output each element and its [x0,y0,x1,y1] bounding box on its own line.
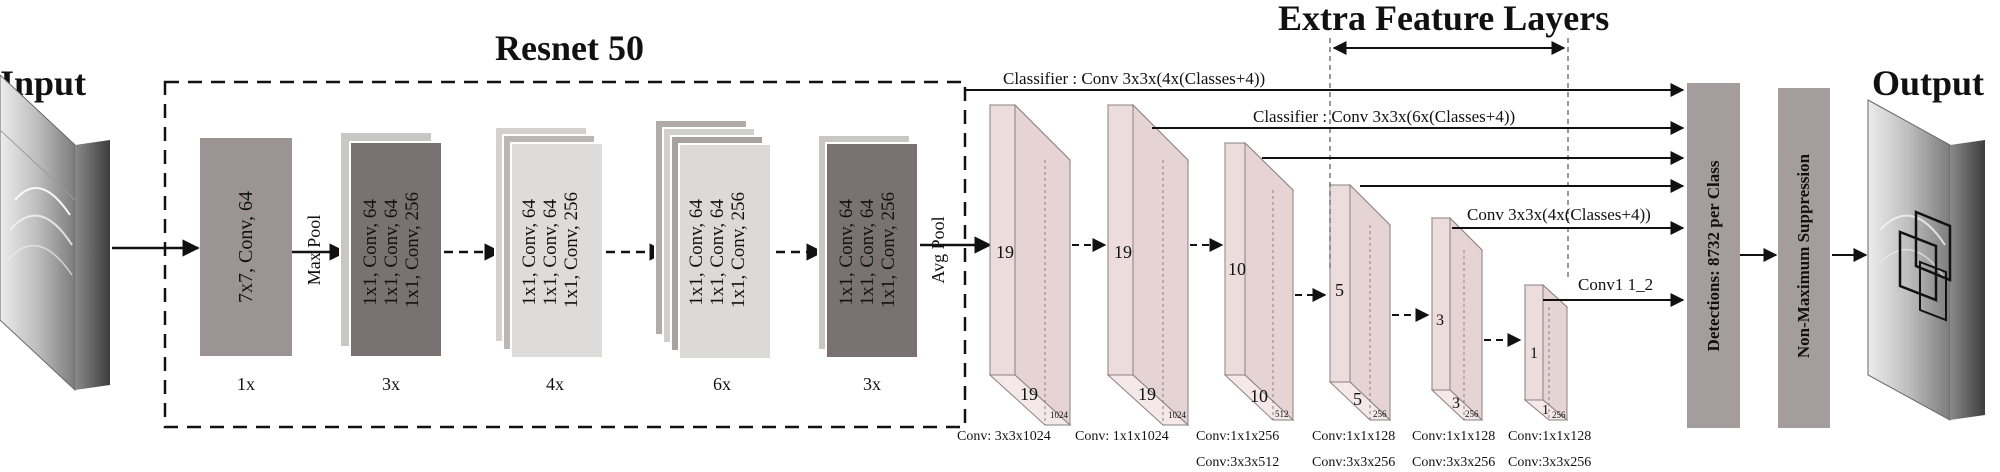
fm6-size-bottom: 1 [1542,403,1549,418]
feature-map-3x3x256: 3 3 256 Conv:1x1x128 Conv:3x3x256 [1412,216,1495,470]
fm6-depth: 256 [1552,410,1566,420]
svg-text:1x1, Conv, 64 1x1, Conv,: 1x1, Conv, 64 1x1, Conv, 64 1x1, Conv, 2… [836,192,899,308]
fm1-depth: 1024 [1050,410,1069,420]
stage-4-line-1: 1x1, Conv, 64 [836,199,857,306]
feature-map-10x10x512: 10 10 512 Conv:1x1x256 Conv:3x3x512 [1196,141,1295,470]
fm5-size-left: 3 [1436,312,1444,329]
feature-map-19x19x1024-a: 19 19 1024 Conv: 3x3x1024 [957,103,1072,444]
nms-block: Non-Maximum Suppression [1778,88,1830,428]
detection-box-1-icon [1898,230,1938,302]
classifier-4-label: Conv1 1_2 [1578,275,1653,294]
resnet-stage-1: 1x1, Conv, 64 1x1, Conv, 64 1x1, Conv, 2… [339,131,443,394]
feature-map-19x19x1024-b: 19 19 1024 Conv: 1x1x1024 [1075,103,1190,444]
conv-block-7x7: 7x7, Conv, 64 1x [200,138,292,394]
feature-map-5x5x256: 5 5 256 Conv:1x1x128 Conv:3x3x256 [1312,183,1395,470]
fm2-conv: Conv: 1x1x1024 [1075,429,1169,444]
stage-2-count: 4x [546,374,564,394]
fm3-conv2: Conv:3x3x512 [1196,455,1279,470]
avg-pool-label: Avg Pool [928,216,948,283]
resnet-stage-3: 1x1, Conv, 64 1x1, Conv, 64 1x1, Conv, 2… [654,119,772,394]
fm4-conv2: Conv:3x3x256 [1312,455,1395,470]
resnet-stage-2: 1x1, Conv, 64 1x1, Conv, 64 1x1, Conv, 2… [494,126,604,394]
fm2-depth: 1024 [1168,410,1187,420]
fm5-depth: 256 [1465,409,1479,419]
fm1-size-left: 19 [996,242,1014,262]
stage-2-line-3: 1x1, Conv, 256 [561,192,582,308]
svg-text:1x1, Conv, 64 1x1, Conv,: 1x1, Conv, 64 1x1, Conv, 64 1x1, Conv, 2… [519,192,582,308]
feature-map-1x1x256: 1 1 256 Conv:1x1x128 Conv:3x3x256 [1508,283,1591,470]
fm1-size-bottom: 19 [1020,384,1038,404]
conv-7x7-count: 1x [237,374,255,394]
classifier-3-label: Conv 3x3x(4x(Classes+4)) [1467,205,1651,224]
svg-text:1x1, Conv, 64 1x1, Conv,: 1x1, Conv, 64 1x1, Conv, 64 1x1, Conv, 2… [360,192,423,308]
stage-3-line-1: 1x1, Conv, 64 [686,199,707,306]
classifier-1-label: Classifier : Conv 3x3x(4x(Classes+4)) [1003,69,1265,88]
stage-1-count: 3x [382,374,400,394]
stage-3-line-2: 1x1, Conv, 64 [707,199,728,306]
fm2-size-left: 19 [1114,242,1132,262]
fm5-conv1: Conv:1x1x128 [1412,429,1495,444]
nms-label: Non-Maximum Suppression [1794,153,1813,358]
conv-7x7-label: 7x7, Conv, 64 [235,191,257,303]
backbone-title: Resnet 50 [495,28,644,68]
classifier-2-label: Classifier : Conv 3x3x(6x(Classes+4)) [1253,107,1515,126]
resnet-stage-4: 1x1, Conv, 64 1x1, Conv, 64 1x1, Conv, 2… [817,134,919,394]
stage-4-line-2: 1x1, Conv, 64 [857,199,878,306]
fm3-conv1: Conv:1x1x256 [1196,429,1279,444]
fm6-conv2: Conv:3x3x256 [1508,455,1591,470]
fm5-size-bottom: 3 [1452,395,1460,412]
fm6-conv1: Conv:1x1x128 [1508,429,1591,444]
stage-3-count: 6x [713,374,731,394]
stage-1-line-3: 1x1, Conv, 256 [402,192,423,308]
fm4-conv1: Conv:1x1x128 [1312,429,1395,444]
fm3-depth: 512 [1275,409,1289,419]
stage-4-count: 3x [863,374,881,394]
output-title: Output [1872,63,1984,103]
stage-3-line-3: 1x1, Conv, 256 [728,192,749,308]
max-pool-label: Max Pool [304,215,324,286]
fm1-conv: Conv: 3x3x1024 [957,429,1051,444]
stage-2-line-2: 1x1, Conv, 64 [540,199,561,306]
stage-2-line-1: 1x1, Conv, 64 [519,199,540,306]
extra-layers-title: Extra Feature Layers [1278,0,1609,38]
fm5-conv2: Conv:3x3x256 [1412,455,1495,470]
fm4-depth: 256 [1373,409,1387,419]
svg-text:1x1, Conv, 64 1x1, Conv,: 1x1, Conv, 64 1x1, Conv, 64 1x1, Conv, 2… [686,192,749,308]
stage-1-line-1: 1x1, Conv, 64 [360,199,381,306]
fm3-size-bottom: 10 [1250,386,1268,406]
fm6-size-left: 1 [1530,345,1538,362]
fm4-size-bottom: 5 [1353,389,1362,409]
stage-1-line-2: 1x1, Conv, 64 [381,199,402,306]
detections-label: Detections: 8732 per Class [1704,160,1723,351]
fm4-size-left: 5 [1335,280,1344,300]
input-image [0,74,110,392]
detection-box-3-icon [1919,260,1947,322]
fm2-size-bottom: 19 [1138,384,1156,404]
detections-block: Detections: 8732 per Class [1687,83,1740,428]
resnet-backbone-box [163,80,967,429]
stage-4-line-3: 1x1, Conv, 256 [878,192,899,308]
output-image [1867,99,1985,421]
detection-box-2-icon [1914,210,1952,282]
fm3-size-left: 10 [1228,259,1246,279]
